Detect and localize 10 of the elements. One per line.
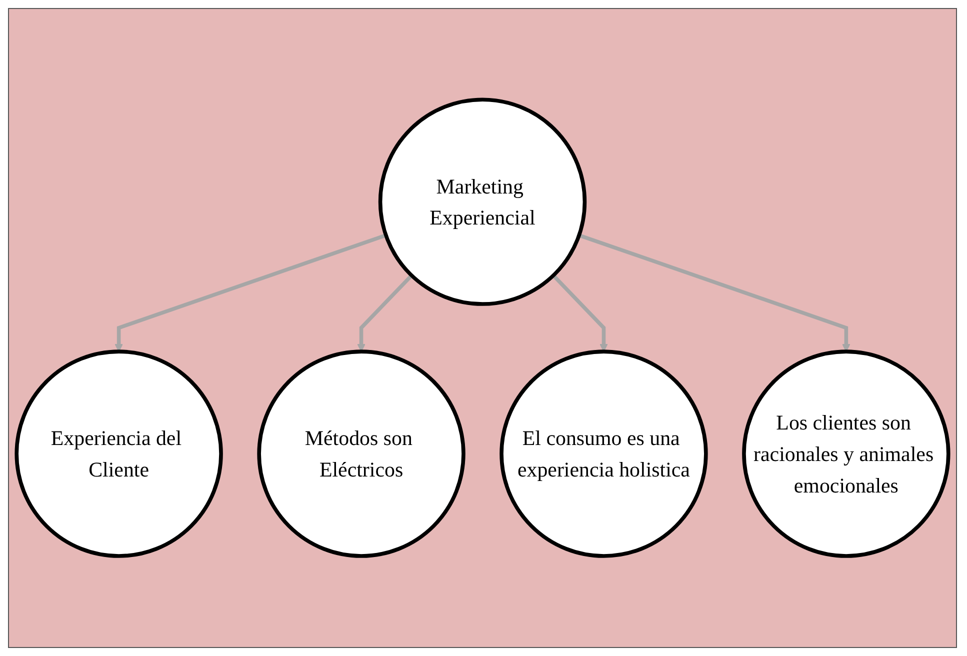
panel-background: Experiencia del Cliente Métodos son Eléctricos Marketing Experiencial El consumo es una experiencia holistica Los clientes son racionales y animales emocionales	[8, 8, 957, 648]
node-circle	[500, 350, 708, 558]
node-circle	[742, 350, 950, 558]
node-circle	[378, 98, 587, 306]
arrow	[114, 234, 387, 352]
arrow	[357, 274, 413, 352]
node-circle	[14, 350, 223, 558]
arrow	[578, 234, 850, 352]
arrow	[552, 274, 608, 352]
node-circle	[257, 350, 466, 558]
